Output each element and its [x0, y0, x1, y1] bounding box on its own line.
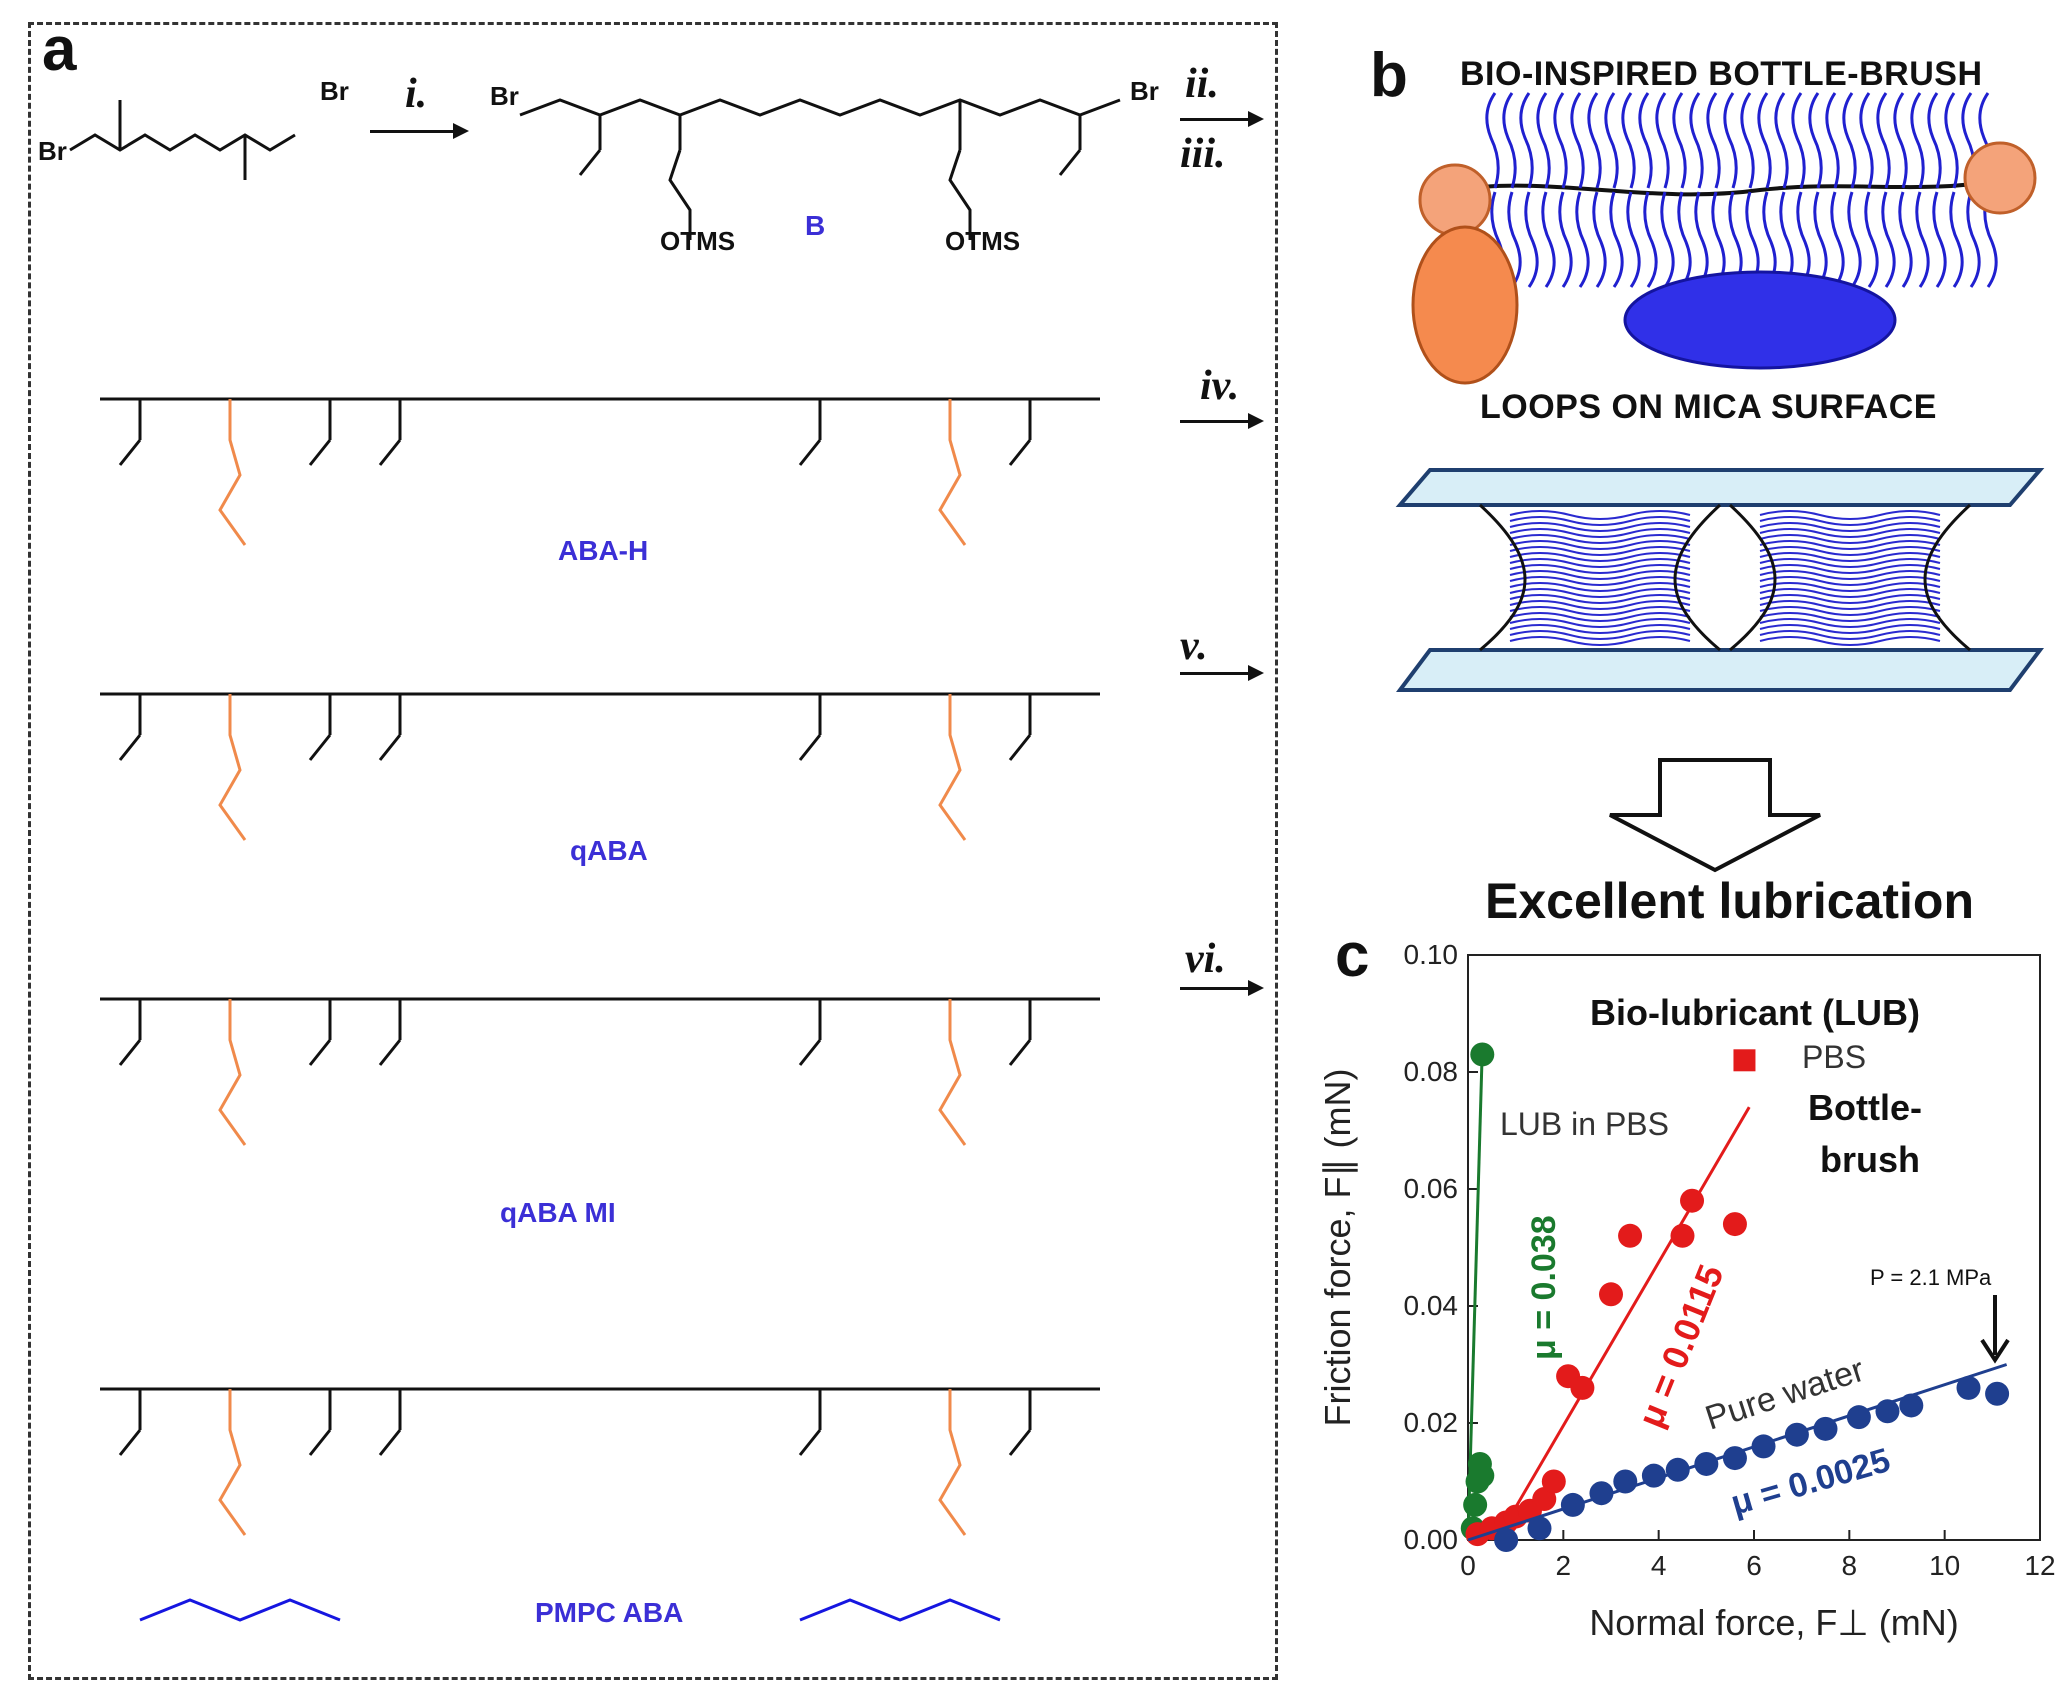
data-point [1463, 1492, 1488, 1517]
data-point [1722, 1212, 1747, 1237]
data-point [1618, 1223, 1643, 1248]
row1b-br-left: Br [490, 81, 519, 111]
fit-line-1 [1495, 1106, 1751, 1541]
data-point [1813, 1416, 1838, 1441]
x-tick-label: 8 [1842, 1550, 1858, 1581]
data-point [1956, 1375, 1981, 1400]
annotation-lub: Bio-lubricant (LUB) [1590, 992, 1920, 1033]
x-tick-label: 6 [1746, 1550, 1762, 1581]
x-tick-label: 0 [1460, 1550, 1476, 1581]
mica-top [1395, 468, 2045, 507]
y-tick-label: 0.02 [1404, 1407, 1459, 1438]
data-point [1599, 1282, 1623, 1307]
data-point [1985, 1381, 2010, 1406]
row1-otms-1: OTMS [660, 226, 735, 256]
compound-qaba-mi: qABA MI [500, 1197, 616, 1228]
data-point [1470, 1463, 1495, 1488]
data-point [1613, 1469, 1638, 1494]
legend-pbs: PBS [1802, 1039, 1866, 1075]
row1-br-left: Br [38, 136, 67, 166]
data-point [1589, 1481, 1614, 1506]
data-point [1680, 1188, 1705, 1213]
pressure-arrow [1980, 1295, 2010, 1364]
step-v: v. [1180, 623, 1208, 669]
x-tick-label: 12 [2024, 1550, 2055, 1581]
panel-label-c: c [1335, 921, 1370, 990]
data-point [1665, 1457, 1690, 1482]
panel-label-a: a [42, 15, 77, 84]
compound-aba-h: ABA-H [558, 535, 649, 566]
y-tick-label: 0.08 [1404, 1056, 1459, 1087]
y-axis-label: Friction force, F∥ (mN) [1317, 1068, 1358, 1426]
step-i: i. [405, 71, 428, 117]
excellent-lubrication: Excellent lubrication [1485, 873, 1975, 929]
data-point [1875, 1399, 1900, 1424]
data-point [1846, 1405, 1871, 1430]
data-point [1641, 1463, 1666, 1488]
legend-pure-water: Pure water [1701, 1351, 1869, 1438]
bottle-brush-title: BIO-INSPIRED BOTTLE-BRUSH [1460, 55, 1983, 93]
data-point [1570, 1375, 1595, 1400]
y-tick-label: 0.00 [1404, 1524, 1459, 1555]
mu-lub: μ = 0.038 [1525, 1215, 1563, 1360]
data-point [1751, 1434, 1776, 1459]
data-point [1532, 1487, 1557, 1512]
y-tick-label: 0.04 [1404, 1290, 1459, 1321]
row1b-br-right: Br [1130, 76, 1159, 106]
compound-b: B [805, 210, 826, 241]
x-tick-label: 4 [1651, 1550, 1667, 1581]
x-axis-label: Normal force, F⊥ (mN) [1589, 1602, 1958, 1643]
side-chain-zoom [1623, 270, 1897, 370]
end-group-right [1963, 141, 2037, 215]
annotation-brush: brush [1820, 1139, 1920, 1180]
step-vi: vi. [1185, 936, 1226, 982]
row1-br-right: Br [320, 76, 349, 106]
legend-lub-in-pbs: LUB in PBS [1500, 1106, 1669, 1142]
row1-otms-2: OTMS [945, 226, 1020, 256]
loops-title: LOOPS ON MICA SURFACE [1480, 388, 1937, 426]
step-iv: iv. [1200, 363, 1240, 409]
arrow-step-i [370, 123, 469, 139]
arrow-step-vi [1180, 980, 1264, 996]
annotation-pressure: P = 2.1 MPa [1870, 1265, 1992, 1290]
y-tick-label: 0.06 [1404, 1173, 1459, 1204]
data-point [1670, 1223, 1695, 1248]
panel-label-b: b [1370, 41, 1408, 110]
data-point [1494, 1528, 1519, 1552]
data-point [1784, 1422, 1809, 1447]
panel-a-frame [28, 22, 1278, 1680]
hollow-down-arrow [1609, 758, 1821, 873]
x-tick-label: 2 [1556, 1550, 1572, 1581]
y-tick-label: 0.10 [1404, 939, 1459, 970]
data-point [1733, 1049, 1756, 1072]
arrow-step-iv [1180, 413, 1264, 429]
mica-bottom [1396, 648, 2044, 692]
data-point [1899, 1393, 1924, 1418]
compound-pmpc-aba: PMPC ABA [535, 1597, 684, 1628]
data-point [1694, 1451, 1719, 1476]
step-iii: iii. [1180, 131, 1226, 177]
compound-qaba: qABA [570, 835, 648, 866]
arrow-step-v [1180, 665, 1264, 681]
data-point [1470, 1042, 1495, 1067]
step-ii: ii. [1185, 61, 1219, 107]
data-point [1722, 1446, 1747, 1471]
data-point [1527, 1516, 1552, 1541]
data-point [1560, 1492, 1585, 1517]
mu-pure-water: μ = 0.0025 [1727, 1441, 1895, 1523]
data-point [1541, 1469, 1566, 1494]
annotation-bottle: Bottle- [1808, 1087, 1922, 1128]
arrow-step-ii-iii [1180, 111, 1264, 127]
end-group-zoom [1411, 225, 1519, 385]
x-tick-label: 10 [1929, 1550, 1960, 1581]
